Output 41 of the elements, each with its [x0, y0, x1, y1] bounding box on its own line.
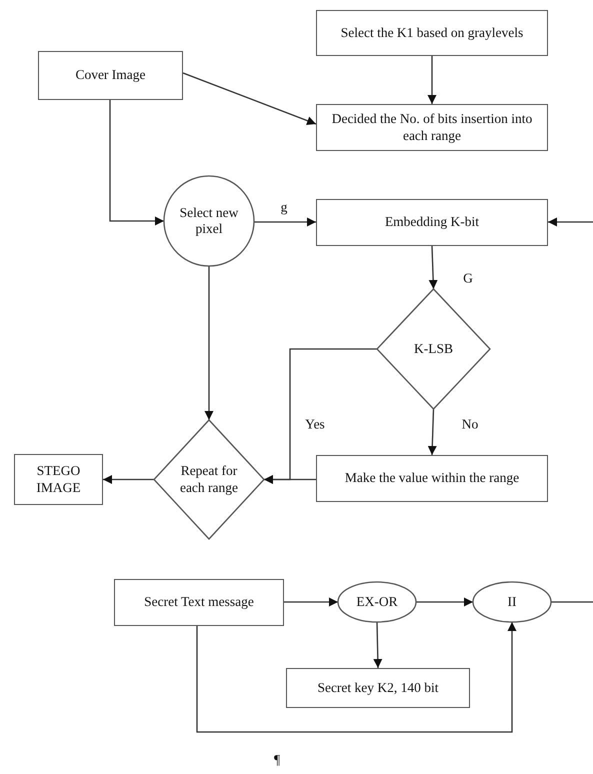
arrow — [196, 622, 516, 733]
arrow — [373, 622, 382, 668]
node-text: STEGO IMAGE — [35, 463, 82, 496]
decision-diamond — [377, 289, 490, 409]
paragraph-mark: ¶ — [274, 752, 280, 768]
node-text: Cover Image — [74, 67, 147, 84]
arrow — [109, 100, 164, 226]
arrow — [254, 218, 316, 226]
process-box — [114, 579, 284, 626]
process-box — [38, 51, 183, 100]
operation-ellipse — [473, 582, 551, 622]
arrow — [428, 408, 437, 456]
arrow — [548, 218, 593, 226]
arrow — [428, 246, 438, 290]
process-box — [316, 199, 548, 246]
process-circle — [164, 176, 254, 266]
node-text: Secret Text message — [143, 594, 255, 611]
decision-diamond — [154, 420, 264, 539]
node-text: Embedding K-bit — [384, 214, 480, 231]
node-text: Make the value within the range — [344, 470, 520, 487]
node-text: Secret key K2, 140 bit — [316, 680, 440, 696]
arrow — [182, 72, 316, 125]
node-text: II — [506, 594, 518, 610]
process-box — [286, 668, 470, 708]
operation-ellipse — [338, 582, 416, 622]
node-text: Decided the No. of bits insertion into each range — [330, 111, 534, 144]
process-box — [316, 104, 548, 151]
arrow — [284, 598, 338, 606]
node-text: Select new pixel — [178, 204, 240, 238]
arrow — [428, 56, 436, 104]
node-text: Repeat for each range — [178, 463, 240, 496]
process-box — [14, 454, 103, 505]
arrow — [264, 475, 316, 484]
node-text: Select the K1 based on graylevels — [340, 24, 524, 42]
arrow — [416, 598, 473, 606]
node-text: EX-OR — [355, 594, 399, 610]
arrow — [103, 475, 154, 484]
arrow — [204, 266, 214, 420]
node-text: K-LSB — [412, 340, 454, 358]
process-box — [316, 455, 548, 502]
process-box — [316, 10, 548, 56]
